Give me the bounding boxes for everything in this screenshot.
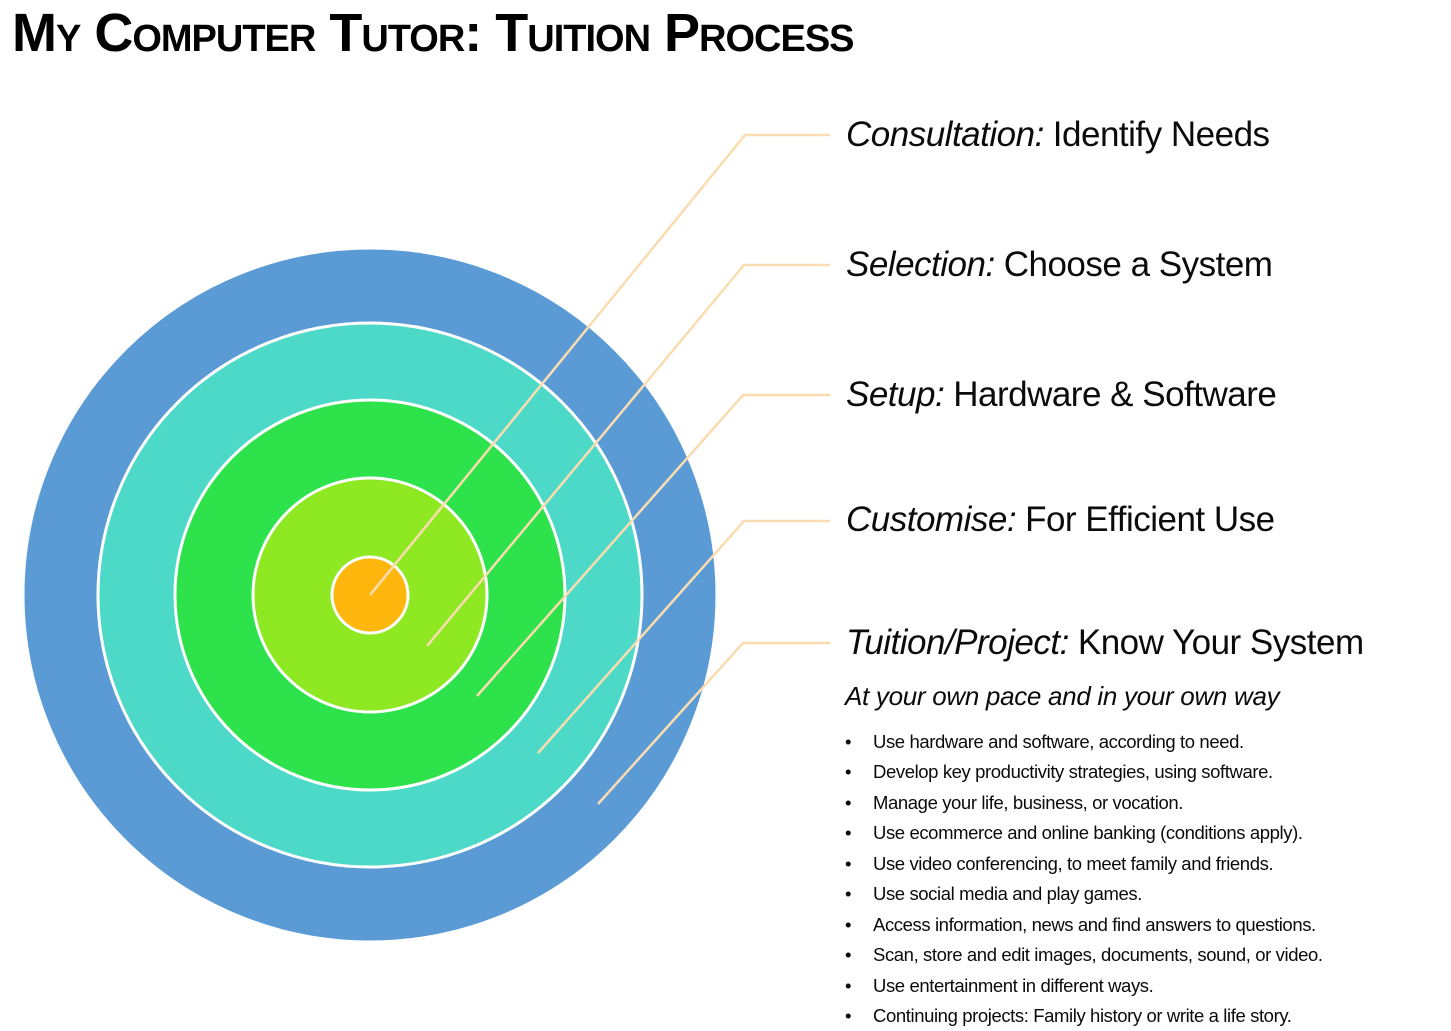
- leader-line-tuition-project: [597, 641, 830, 805]
- label-setup: Setup:Hardware & Software: [846, 374, 1277, 416]
- bullet-item: Develop key productivity strategies, usi…: [843, 757, 1443, 788]
- bullet-item: Manage your life, business, or vocation.: [843, 788, 1443, 819]
- label-selection-desc: Choose a System: [1003, 245, 1273, 284]
- bullet-item: Use video conferencing, to meet family a…: [843, 849, 1443, 880]
- label-tuition-project-desc: Know Your System: [1077, 623, 1364, 662]
- label-setup-desc: Hardware & Software: [953, 375, 1277, 414]
- label-customise-term: Customise:: [846, 500, 1017, 539]
- label-consultation: Consultation:Identify Needs: [846, 114, 1270, 156]
- label-customise: Customise:For Efficient Use: [846, 499, 1275, 541]
- leader-line-customise: [537, 519, 830, 754]
- tuition-bullet-list: Use hardware and software, according to …: [843, 727, 1443, 1031]
- bullet-item: Use ecommerce and online banking (condit…: [843, 818, 1443, 849]
- bullet-item: Use social media and play games.: [843, 879, 1443, 910]
- bullet-item: Access information, news and find answer…: [843, 910, 1443, 941]
- label-customise-desc: For Efficient Use: [1025, 500, 1275, 539]
- bullet-item: Continuing projects: Family history or w…: [843, 1001, 1443, 1031]
- bullet-item: Use hardware and software, according to …: [843, 727, 1443, 758]
- leader-line-selection: [426, 263, 830, 647]
- leader-line-consultation: [369, 133, 830, 596]
- label-setup-term: Setup:: [846, 375, 945, 414]
- label-selection-term: Selection:: [846, 245, 995, 284]
- leader-line-setup: [476, 393, 830, 697]
- tuition-subtitle: At your own pace and in your own way: [845, 681, 1280, 711]
- label-tuition-project: Tuition/Project:Know Your System: [846, 622, 1364, 664]
- slide-title: My Computer Tutor: Tuition Process: [12, 3, 855, 63]
- bullet-item: Scan, store and edit images, documents, …: [843, 940, 1443, 971]
- bullet-item: Use entertainment in different ways.: [843, 971, 1443, 1002]
- label-tuition-project-term: Tuition/Project:: [846, 623, 1069, 662]
- label-selection: Selection:Choose a System: [846, 244, 1273, 286]
- label-consultation-term: Consultation:: [846, 115, 1044, 154]
- label-consultation-desc: Identify Needs: [1052, 115, 1270, 154]
